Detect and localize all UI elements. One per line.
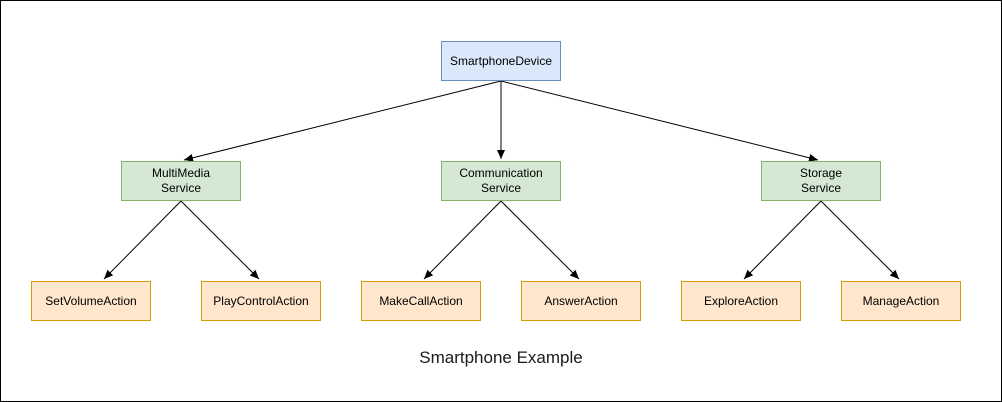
edge-root-storage [500, 80, 819, 162]
edge-multimedia-setvolume [103, 200, 182, 280]
diagram-caption: Smartphone Example [419, 348, 583, 367]
service-node-line1: Communication [459, 166, 543, 180]
service-node-multimedia: MultiMedia Service [121, 161, 241, 201]
action-node-play-control: PlayControlAction [201, 281, 321, 321]
action-node-answer: AnswerAction [521, 281, 641, 321]
service-node-storage: Storage Service [761, 161, 881, 201]
action-node-manage: ManageAction [841, 281, 961, 321]
action-node-label: PlayControlAction [213, 293, 309, 308]
root-node-smartphone-device: SmartphoneDevice [441, 41, 561, 81]
service-node-line1: MultiMedia [151, 166, 211, 180]
action-node-label: ExploreAction [703, 293, 779, 308]
service-node-line2: Service [800, 181, 841, 195]
service-node-line2: Service [480, 181, 521, 195]
action-node-make-call: MakeCallAction [361, 281, 481, 321]
action-node-label: ManageAction [862, 293, 940, 308]
edge-communication-makecall [423, 200, 502, 280]
action-node-label: AnswerAction [544, 293, 618, 308]
edge-storage-manage [820, 200, 900, 280]
service-node-line2: Service [160, 181, 201, 195]
edge-communication-answer [500, 200, 580, 280]
action-node-set-volume: SetVolumeAction [31, 281, 151, 321]
action-node-label: SetVolumeAction [45, 293, 137, 308]
action-node-explore: ExploreAction [681, 281, 801, 321]
root-node-label: SmartphoneDevice [449, 53, 553, 68]
service-node-communication: Communication Service [441, 161, 561, 201]
edge-root-multimedia [183, 80, 502, 162]
action-node-label: MakeCallAction [379, 293, 463, 308]
service-node-line1: Storage [799, 166, 843, 180]
edge-storage-explore [743, 200, 822, 280]
edge-multimedia-playcontrol [180, 200, 260, 280]
